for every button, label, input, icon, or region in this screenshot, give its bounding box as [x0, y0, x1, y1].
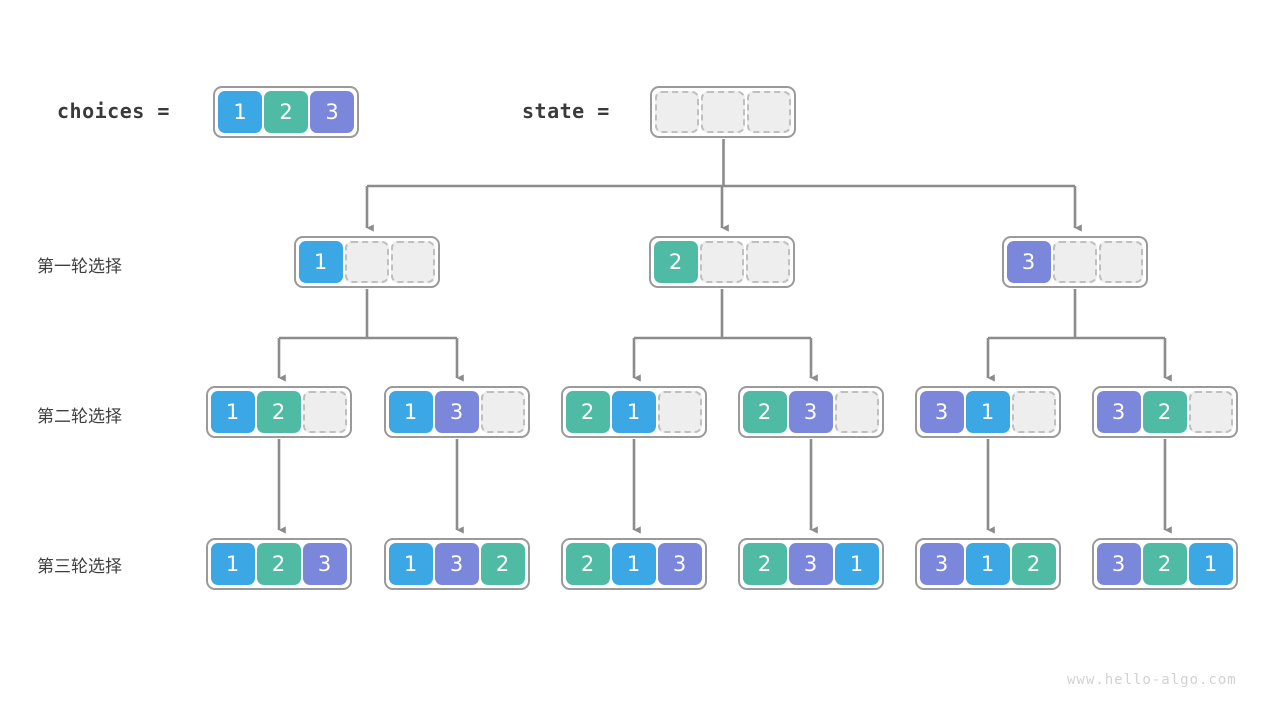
level3-node3-cell-2: 1: [834, 543, 879, 585]
level3-node1-cell-1: 3: [434, 543, 479, 585]
level2-node3-cell-2: [834, 391, 879, 433]
choices-cell-2: 3: [310, 91, 354, 133]
level2-node1-cell-0: 1: [388, 391, 433, 433]
level1-node1-cell-1: [699, 241, 744, 283]
level3-node2-cell-0: 2: [565, 543, 610, 585]
level2-node0-cell-2: [302, 391, 347, 433]
level1-node0-cell-2: [390, 241, 435, 283]
level3-node0-cell-1: 2: [256, 543, 301, 585]
level3-node3-cell-0: 2: [742, 543, 787, 585]
level3-node0-cell-0: 1: [210, 543, 255, 585]
level2-node2-cell-0: 2: [565, 391, 610, 433]
level2-node1-cell-2: [480, 391, 525, 433]
node-level-1-0: 1: [293, 236, 440, 288]
level2-node5-cell-1: 2: [1142, 391, 1187, 433]
level3-node1-cell-0: 1: [388, 543, 433, 585]
level1-node2-cell-0: 3: [1006, 241, 1051, 283]
watermark: www.hello-algo.com: [1067, 672, 1237, 688]
level3-node5-cell-2: 1: [1188, 543, 1233, 585]
choices-label: choices =: [57, 99, 170, 123]
level3-node1-cell-2: 2: [480, 543, 525, 585]
state-cell-1: [701, 91, 745, 133]
level1-node1-cell-2: [745, 241, 790, 283]
row-label-round-2: 第二轮选择: [37, 407, 122, 426]
level1-node1-cell-0: 2: [653, 241, 698, 283]
level1-node2-cell-1: [1052, 241, 1097, 283]
choices-cell-0: 1: [218, 91, 262, 133]
level2-node0-cell-1: 2: [256, 391, 301, 433]
level2-node4-cell-0: 3: [919, 391, 964, 433]
level2-node1-cell-1: 3: [434, 391, 479, 433]
level2-node2-cell-1: 1: [611, 391, 656, 433]
row-label-round-3: 第三轮选择: [37, 557, 122, 576]
level2-node0-cell-0: 1: [210, 391, 255, 433]
level3-node4-cell-0: 3: [919, 543, 964, 585]
level3-node4-cell-2: 2: [1011, 543, 1056, 585]
row-label-round-1: 第一轮选择: [37, 257, 122, 276]
state-cell-2: [747, 91, 791, 133]
level1-node0-cell-1: [344, 241, 389, 283]
level3-node2-cell-2: 3: [657, 543, 702, 585]
level2-node3-cell-1: 3: [788, 391, 833, 433]
level2-node5-cell-2: [1188, 391, 1233, 433]
level3-node5-cell-0: 3: [1096, 543, 1141, 585]
level3-node4-cell-1: 1: [965, 543, 1010, 585]
level2-node4-cell-1: 1: [965, 391, 1010, 433]
state-label: state =: [522, 99, 610, 123]
level1-node0-cell-0: 1: [298, 241, 343, 283]
level2-node4-cell-2: [1011, 391, 1056, 433]
level1-node2-cell-2: [1098, 241, 1143, 283]
level3-node0-cell-2: 3: [302, 543, 347, 585]
node-level-1-1: 2: [648, 236, 795, 288]
level2-node2-cell-2: [657, 391, 702, 433]
level3-node5-cell-1: 2: [1142, 543, 1187, 585]
choices-cell-1: 2: [264, 91, 308, 133]
level2-node5-cell-0: 3: [1096, 391, 1141, 433]
node-level-1-2: 3: [1001, 236, 1148, 288]
level3-node3-cell-1: 3: [788, 543, 833, 585]
state-cell-0: [655, 91, 699, 133]
state-array: [650, 86, 796, 138]
level2-node3-cell-0: 2: [742, 391, 787, 433]
level3-node2-cell-1: 1: [611, 543, 656, 585]
